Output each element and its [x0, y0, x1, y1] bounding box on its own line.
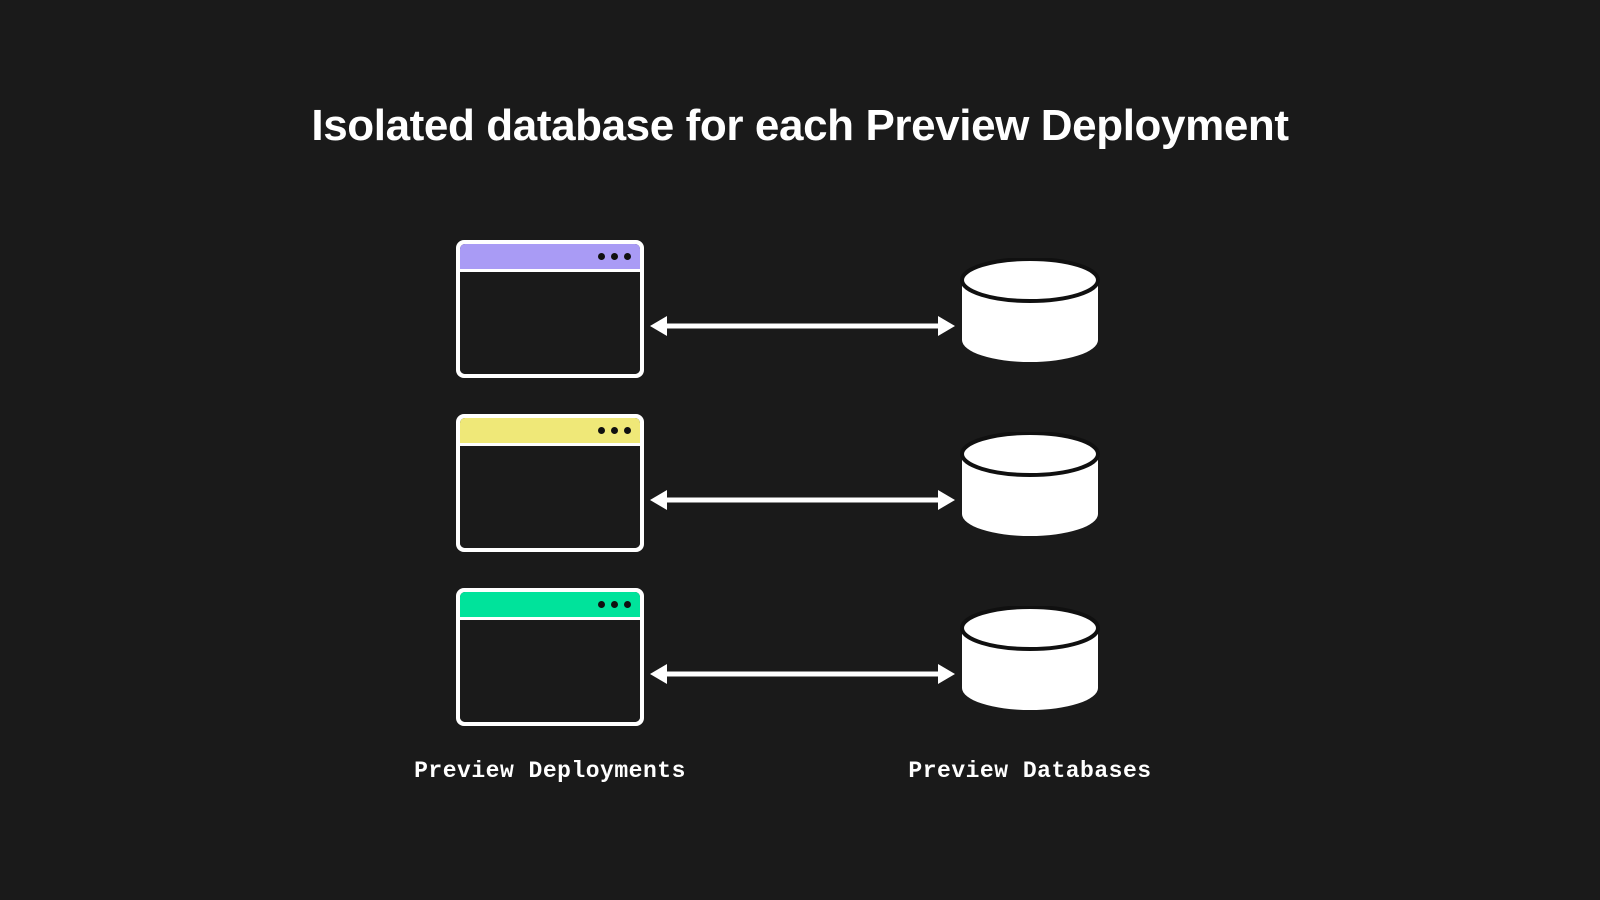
window-dot-icon[interactable]: [611, 427, 618, 434]
deployment-database-row: [0, 588, 1600, 762]
page-title: Isolated database for each Preview Deplo…: [311, 101, 1289, 150]
window-dot-icon[interactable]: [598, 601, 605, 608]
window-dot-icon[interactable]: [624, 601, 631, 608]
window-inner: [460, 418, 640, 548]
window-control-dots: [598, 427, 631, 434]
window-dot-icon[interactable]: [624, 427, 631, 434]
preview-deployment-window[interactable]: [456, 414, 644, 552]
connector-arrow: [650, 657, 955, 691]
caption-preview-databases: Preview Databases: [908, 758, 1152, 784]
connector-arrow: [650, 309, 955, 343]
window-inner: [460, 592, 640, 722]
preview-deployment-window[interactable]: [456, 240, 644, 378]
window-content-area: [460, 617, 640, 722]
preview-database-cylinder[interactable]: [960, 606, 1100, 710]
window-inner: [460, 244, 640, 374]
window-content-area: [460, 443, 640, 548]
preview-database-cylinder[interactable]: [960, 432, 1100, 536]
window-control-dots: [598, 253, 631, 260]
deployment-database-row: [0, 414, 1600, 588]
window-dot-icon[interactable]: [598, 253, 605, 260]
window-content-area: [460, 269, 640, 374]
preview-database-cylinder[interactable]: [960, 258, 1100, 362]
caption-preview-deployments: Preview Deployments: [414, 758, 686, 784]
window-control-dots: [598, 601, 631, 608]
window-title-bar: [460, 592, 640, 617]
deployment-database-row: [0, 240, 1600, 414]
window-dot-icon[interactable]: [624, 253, 631, 260]
window-title-bar: [460, 244, 640, 269]
preview-deployment-window[interactable]: [456, 588, 644, 726]
window-dot-icon[interactable]: [611, 601, 618, 608]
window-dot-icon[interactable]: [598, 427, 605, 434]
window-title-bar: [460, 418, 640, 443]
window-dot-icon[interactable]: [611, 253, 618, 260]
connector-arrow: [650, 483, 955, 517]
